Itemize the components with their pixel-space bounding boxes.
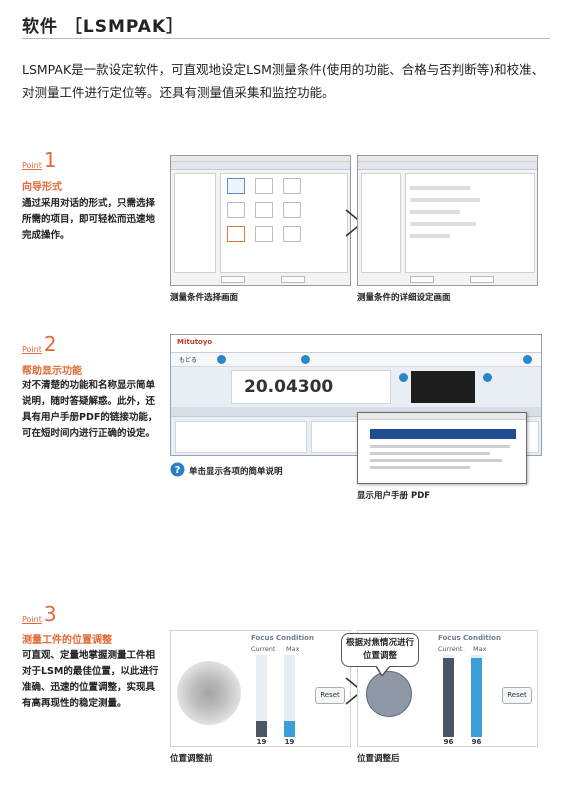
app-main-screenshot: Mitutoyo もどる 20.04300 bbox=[170, 334, 542, 456]
gauge-max bbox=[471, 655, 482, 737]
focused-workpiece-image bbox=[366, 671, 412, 717]
condition-select-screenshot bbox=[170, 155, 351, 286]
gauge-max-value: 96 bbox=[471, 738, 482, 746]
measurement-readout: 20.04300 bbox=[244, 377, 334, 397]
point-1-description: 通过采用对话的形式，只需选择所需的项目，即可轻松而迅速地完成操作。 bbox=[22, 198, 156, 241]
question-circle-icon[interactable]: ? bbox=[170, 462, 185, 477]
gauge-max bbox=[284, 655, 295, 737]
svg-text:?: ? bbox=[175, 465, 181, 476]
focus-max-label: Max bbox=[286, 645, 300, 653]
blurred-workpiece-image bbox=[177, 661, 241, 725]
point-1-title: 向导形式 bbox=[22, 182, 62, 193]
gauge-current-value: 19 bbox=[256, 738, 267, 746]
intro-paragraph: LSMPAK是一款设定软件，可直观地设定LSM测量条件(使用的功能、合格与否判断… bbox=[22, 62, 545, 100]
page-title: 软件 ［LSMPAK］ bbox=[22, 17, 185, 37]
focus-current-label: Current bbox=[438, 645, 463, 653]
point-1-label: Point bbox=[22, 161, 42, 170]
point-3-title: 测量工件的位置调整 bbox=[22, 635, 112, 646]
point-3-label: Point bbox=[22, 615, 42, 624]
user-manual-pdf-window bbox=[357, 412, 527, 484]
gauge-current bbox=[256, 655, 267, 737]
focus-current-label: Current bbox=[251, 645, 276, 653]
focus-max-label: Max bbox=[473, 645, 487, 653]
gauge-current-value: 96 bbox=[443, 738, 454, 746]
point-3-heading: Point 3 bbox=[22, 604, 57, 624]
point-2-heading: Point 2 bbox=[22, 334, 57, 354]
callout-pointer bbox=[376, 666, 390, 676]
focus-heading: Focus Condition bbox=[438, 634, 501, 642]
reset-button[interactable]: Reset bbox=[502, 687, 532, 704]
focus-panel-before: Focus Condition Current Max 19 19 Reset bbox=[170, 630, 351, 747]
point-1-number: 1 bbox=[43, 148, 57, 172]
point-2-description: 对不清楚的功能和名称显示简单说明，随时答疑解惑。此外，还具有用户手册PDF的链接… bbox=[22, 380, 158, 439]
position-adjust-callout: 根据对焦情况进行位置调整 bbox=[341, 633, 419, 667]
point-1-heading: Point 1 bbox=[22, 150, 57, 170]
focus-heading: Focus Condition bbox=[251, 634, 314, 642]
brand-logo: Mitutoyo bbox=[177, 338, 213, 346]
point-3-description: 可直观、定量地掌握测量工件相对于LSM的最佳位置，以此进行准确、迅速的位置调整，… bbox=[22, 650, 159, 709]
caption-after-adjust: 位置调整后 bbox=[357, 754, 400, 764]
caption-user-manual-pdf: 显示用户手册 PDF bbox=[357, 491, 431, 501]
caption-condition-detail: 测量条件的详细设定画面 bbox=[357, 293, 451, 303]
title-divider bbox=[22, 38, 550, 39]
reset-button[interactable]: Reset bbox=[315, 687, 345, 704]
point-3-number: 3 bbox=[43, 602, 57, 626]
gauge-max-value: 19 bbox=[284, 738, 295, 746]
back-button-label: もどる bbox=[179, 357, 197, 364]
caption-before-adjust: 位置调整前 bbox=[170, 754, 213, 764]
caption-condition-select: 测量条件选择画面 bbox=[170, 293, 239, 303]
condition-detail-screenshot bbox=[357, 155, 538, 286]
caption-help-tooltip: 单击显示各项的简单说明 bbox=[189, 467, 283, 477]
point-2-number: 2 bbox=[43, 332, 57, 356]
point-2-label: Point bbox=[22, 345, 42, 354]
gauge-current bbox=[443, 655, 454, 737]
point-2-title: 帮助显示功能 bbox=[22, 366, 82, 377]
